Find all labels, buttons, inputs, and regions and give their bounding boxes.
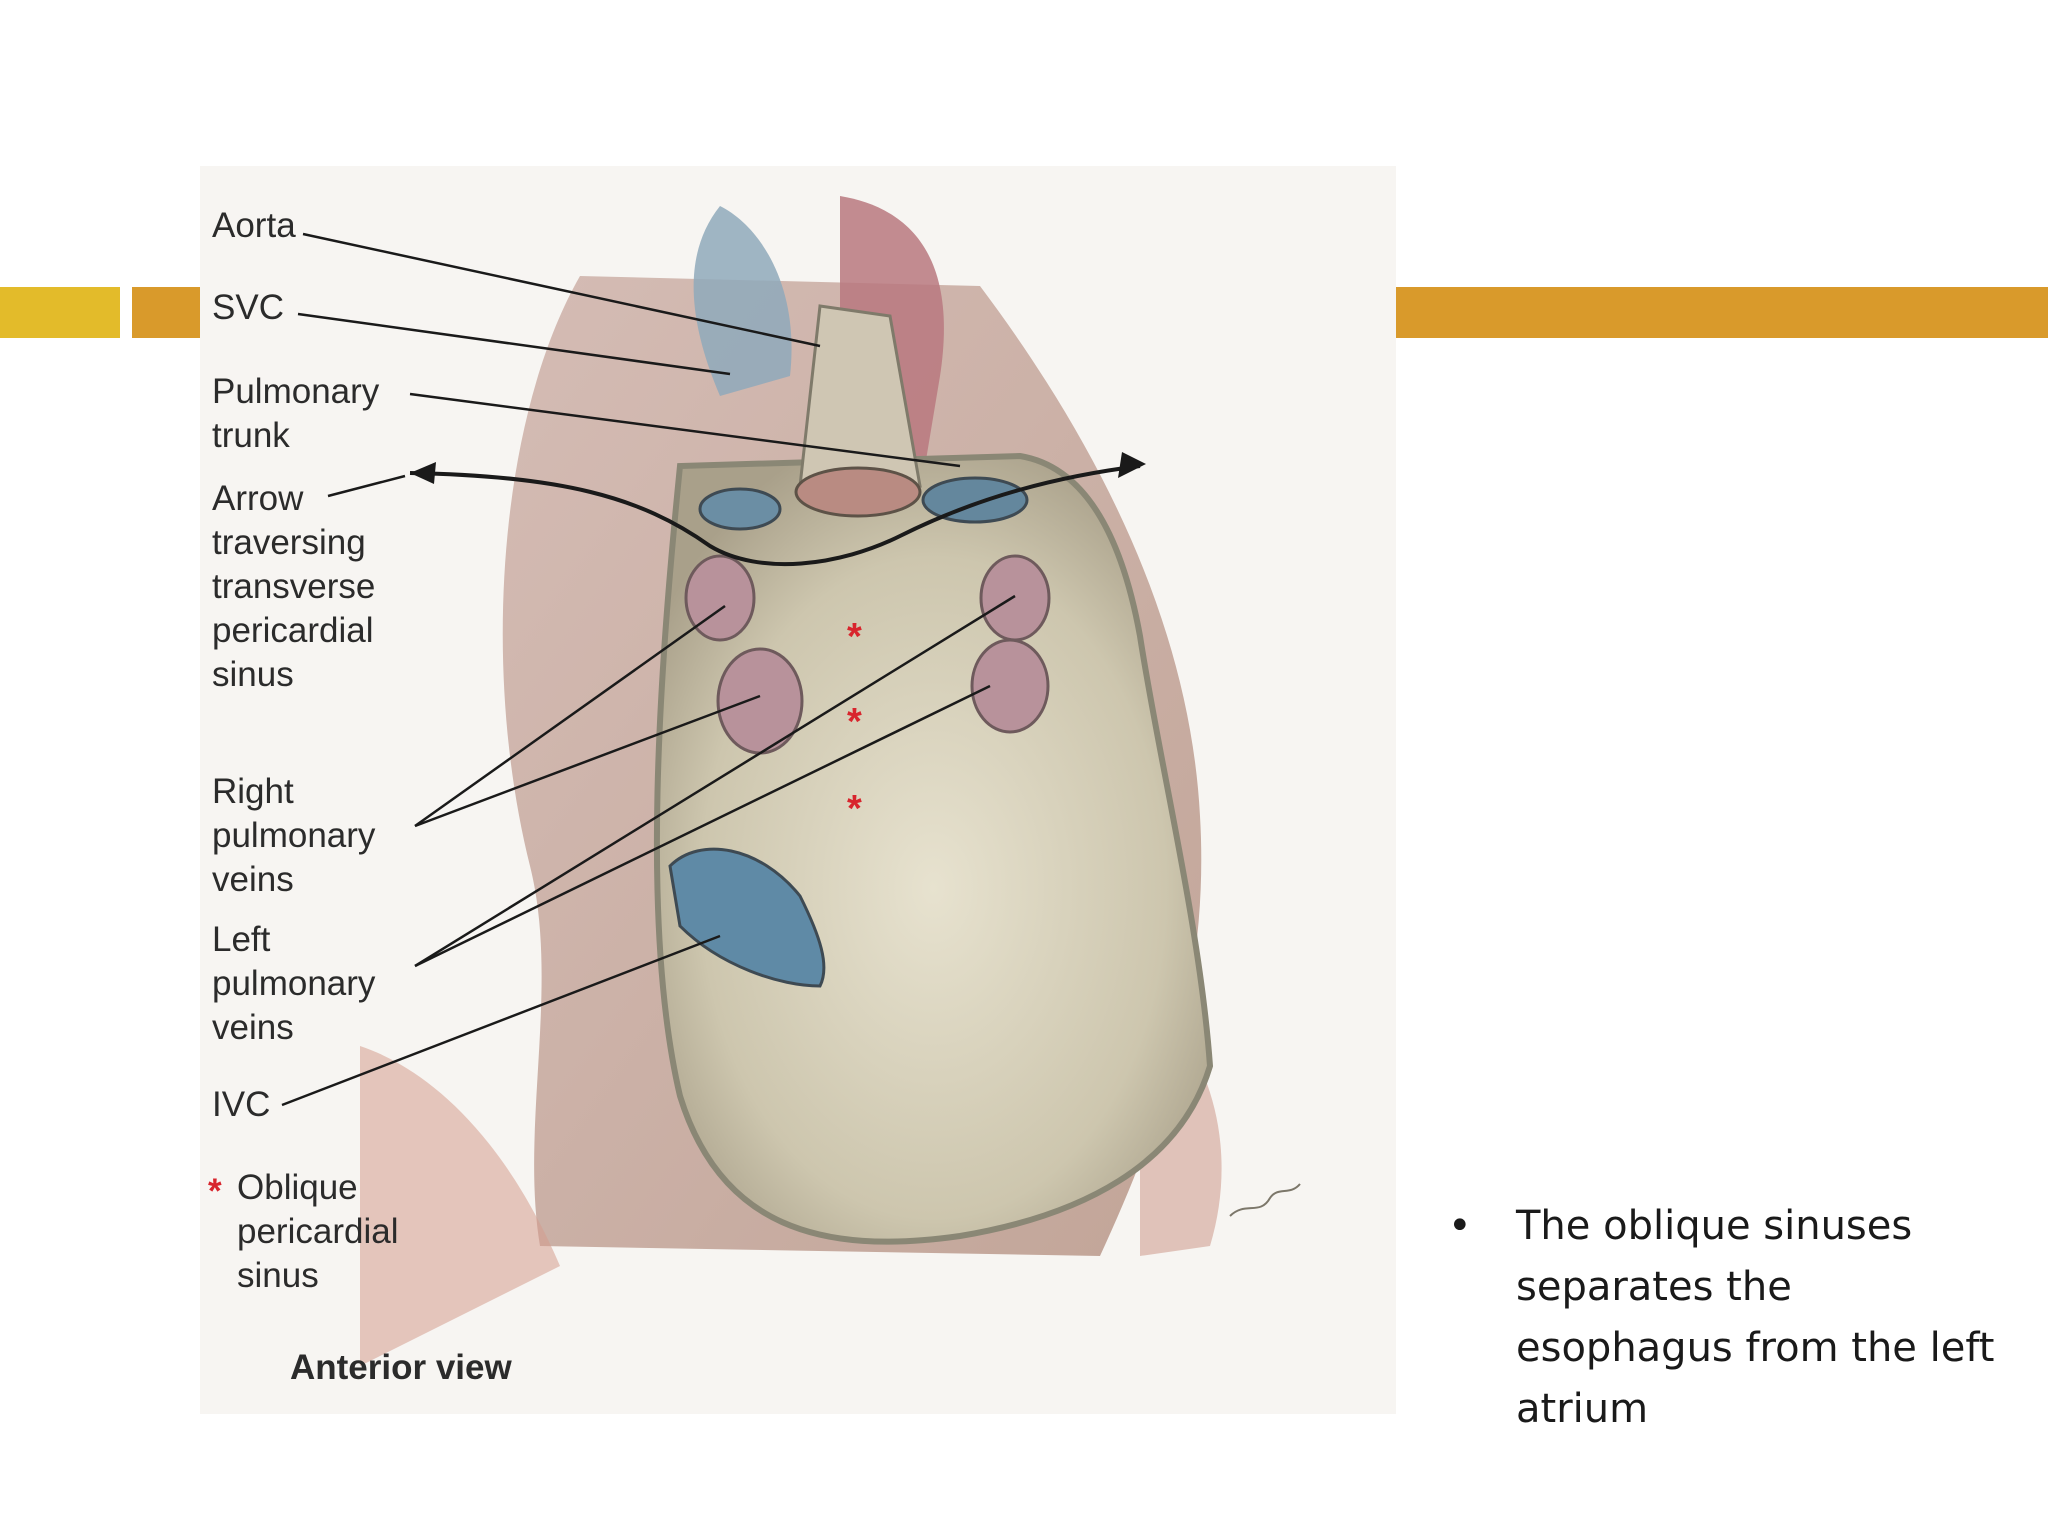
label-right-pulmonary-veins: Right pulmonary veins bbox=[212, 772, 376, 899]
label-pulmonary-trunk: Pulmonary trunk bbox=[212, 372, 380, 455]
pericardium-illustration: Aorta SVC Pulmonary trunk Arrow traversi… bbox=[200, 166, 1396, 1414]
label-ivc: IVC bbox=[212, 1085, 271, 1124]
label-left-pulmonary-veins: Left pulmonary veins bbox=[212, 920, 376, 1047]
label-arrow-transverse-sinus: Arrow traversing transverse pericardial … bbox=[212, 479, 376, 694]
label-aorta: Aorta bbox=[212, 206, 296, 245]
legend-asterisk: * bbox=[208, 1172, 222, 1211]
label-svc: SVC bbox=[212, 288, 284, 327]
accent-bar-yellow bbox=[0, 287, 120, 338]
sinus-asterisk-1: * bbox=[847, 616, 862, 658]
label-oblique-pericardial-sinus: Oblique pericardial sinus bbox=[237, 1168, 399, 1295]
sinus-asterisk-3: * bbox=[847, 788, 862, 830]
label-anterior-view: Anterior view bbox=[290, 1348, 512, 1387]
accent-bar-orange bbox=[132, 287, 202, 338]
bullet-icon: • bbox=[1448, 1203, 1472, 1249]
anatomy-drawing bbox=[281, 196, 1301, 1366]
accent-bar-right bbox=[1396, 287, 2048, 338]
sinus-asterisk-2: * bbox=[847, 701, 862, 743]
bullet-text: The oblique sinuses separates the esopha… bbox=[1516, 1203, 1995, 1432]
